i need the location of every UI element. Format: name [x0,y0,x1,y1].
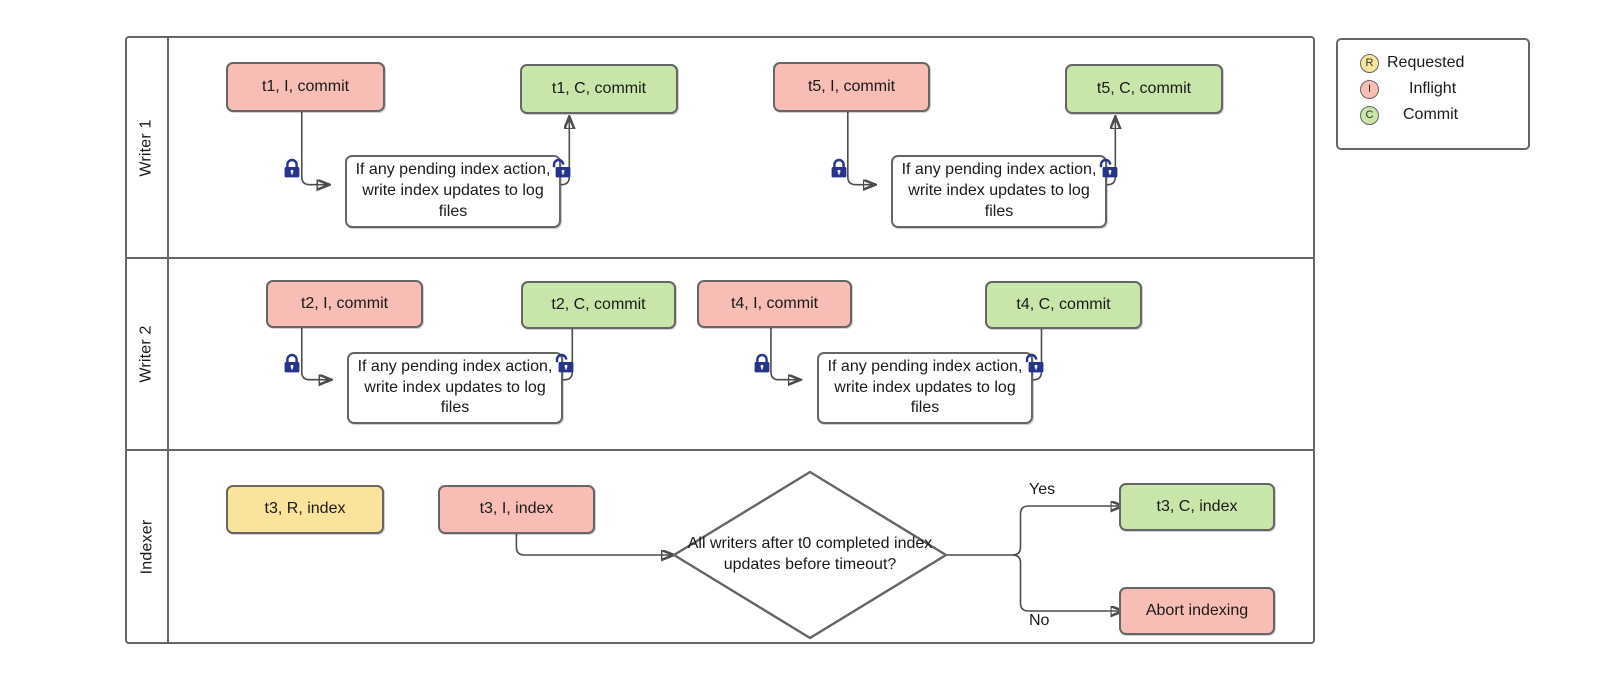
lane-label-writer-1: Writer 1 [138,118,155,177]
legend-item-requested: R Requested [1360,50,1528,76]
lane-indexer: Indexer [127,451,1313,642]
node-t4-commit[interactable]: t4, C, commit [985,281,1142,329]
lane-header-writer-2: Writer 2 [127,259,169,449]
lane-body-indexer: t3, R, index t3, I, index All writers af… [169,451,1313,642]
node-decision-writers-completed[interactable]: All writers after t0 completed index upd… [670,468,950,642]
edge-label-yes: Yes [1029,481,1056,498]
node-t1-inflight[interactable]: t1, I, commit [226,62,385,112]
node-t4-inflight[interactable]: t4, I, commit [697,280,852,328]
swimlane-pool: Writer 1 [125,36,1315,644]
lock-closed-icon [751,353,773,375]
lock-open-icon [553,353,575,375]
edge-label-no: No [1029,612,1050,629]
lane-header-indexer: Indexer [127,451,169,642]
node-t1-commit[interactable]: t1, C, commit [520,64,678,114]
lane-header-writer-1: Writer 1 [127,38,169,257]
legend-label-inflight: Inflight [1409,80,1457,97]
node-t2-commit[interactable]: t2, C, commit [521,281,676,329]
badge-requested-icon: R [1360,53,1379,73]
legend-item-inflight: I Inflight [1360,76,1528,102]
node-abort-indexing[interactable]: Abort indexing [1119,587,1275,635]
node-t2-index-write-process[interactable]: If any pending index action, write index… [347,352,563,424]
lock-open-icon [550,158,572,180]
lock-open-icon [1023,353,1045,375]
node-t2-inflight[interactable]: t2, I, commit [266,280,423,328]
lane-writer-2: Writer 2 [127,259,1313,451]
lane-writer-1: Writer 1 [127,38,1313,259]
legend-item-commit: C Commit [1360,102,1528,128]
lane-body-writer-2: t2, I, commit t2, C, commit If any pendi… [169,259,1313,449]
lane-label-writer-2: Writer 2 [138,325,155,383]
lane-body-writer-1: t1, I, commit t1, C, commit If any pendi… [169,38,1313,257]
legend-label-commit: Commit [1403,106,1459,123]
node-t5-commit[interactable]: t5, C, commit [1065,64,1223,114]
node-t5-index-write-process[interactable]: If any pending index action, write index… [891,155,1107,228]
lock-closed-icon [281,353,303,375]
badge-inflight-icon: I [1360,79,1379,99]
node-t3-inflight[interactable]: t3, I, index [438,485,595,534]
node-t3-commit[interactable]: t3, C, index [1119,483,1275,531]
node-t1-index-write-process[interactable]: If any pending index action, write index… [345,155,561,228]
node-t3-requested[interactable]: t3, R, index [226,485,384,534]
legend: R Requested I Inflight C Commit [1336,38,1530,150]
lock-closed-icon [281,158,303,180]
badge-commit-icon: C [1360,105,1379,125]
lock-open-icon [1097,158,1119,180]
node-t4-index-write-process[interactable]: If any pending index action, write index… [817,352,1033,424]
legend-label-requested: Requested [1387,54,1465,71]
lock-closed-icon [828,158,850,180]
lane-label-indexer: Indexer [138,519,155,574]
node-t5-inflight[interactable]: t5, I, commit [773,62,930,112]
